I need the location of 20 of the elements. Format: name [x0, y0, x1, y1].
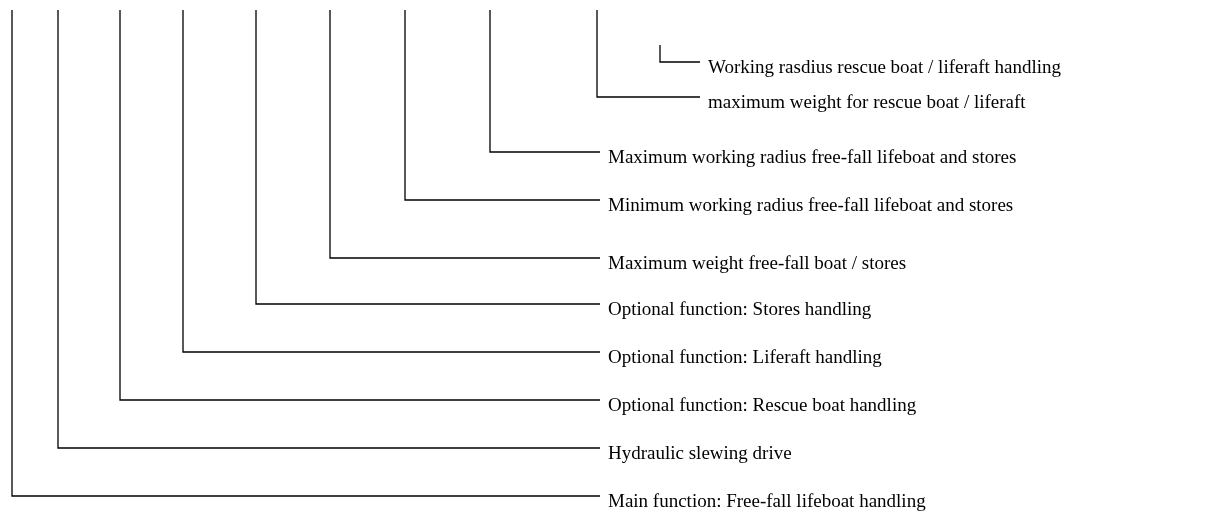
leader-line	[596, 9, 701, 98]
description-text: Maximum working radius free-fall lifeboat and stores	[600, 146, 1017, 168]
leader-line	[404, 9, 601, 201]
leader-line	[119, 9, 601, 401]
leader-line	[57, 9, 601, 449]
description-text: Working rasdius rescue boat / liferaft handling	[700, 56, 1062, 78]
description-text: Optional function: Rescue boat handling	[600, 394, 917, 416]
description-text: Hydraulic slewing drive	[600, 442, 792, 464]
description-text: Main function: Free-fall lifeboat handling	[600, 490, 926, 512]
description-text: maximum weight for rescue boat / liferaft	[700, 91, 1026, 113]
description-text: Minimum working radius free-fall lifeboat and stores	[600, 194, 1014, 216]
description-text: Optional function: Liferaft handling	[600, 346, 882, 368]
leader-line	[489, 9, 601, 153]
leader-line	[329, 9, 601, 259]
leader-line	[11, 9, 601, 497]
leader-line	[182, 9, 601, 353]
description-text: Maximum weight free-fall boat / stores	[600, 252, 907, 274]
leader-line	[659, 44, 701, 63]
leader-line	[255, 9, 601, 305]
description-text: Optional function: Stores handling	[600, 298, 872, 320]
